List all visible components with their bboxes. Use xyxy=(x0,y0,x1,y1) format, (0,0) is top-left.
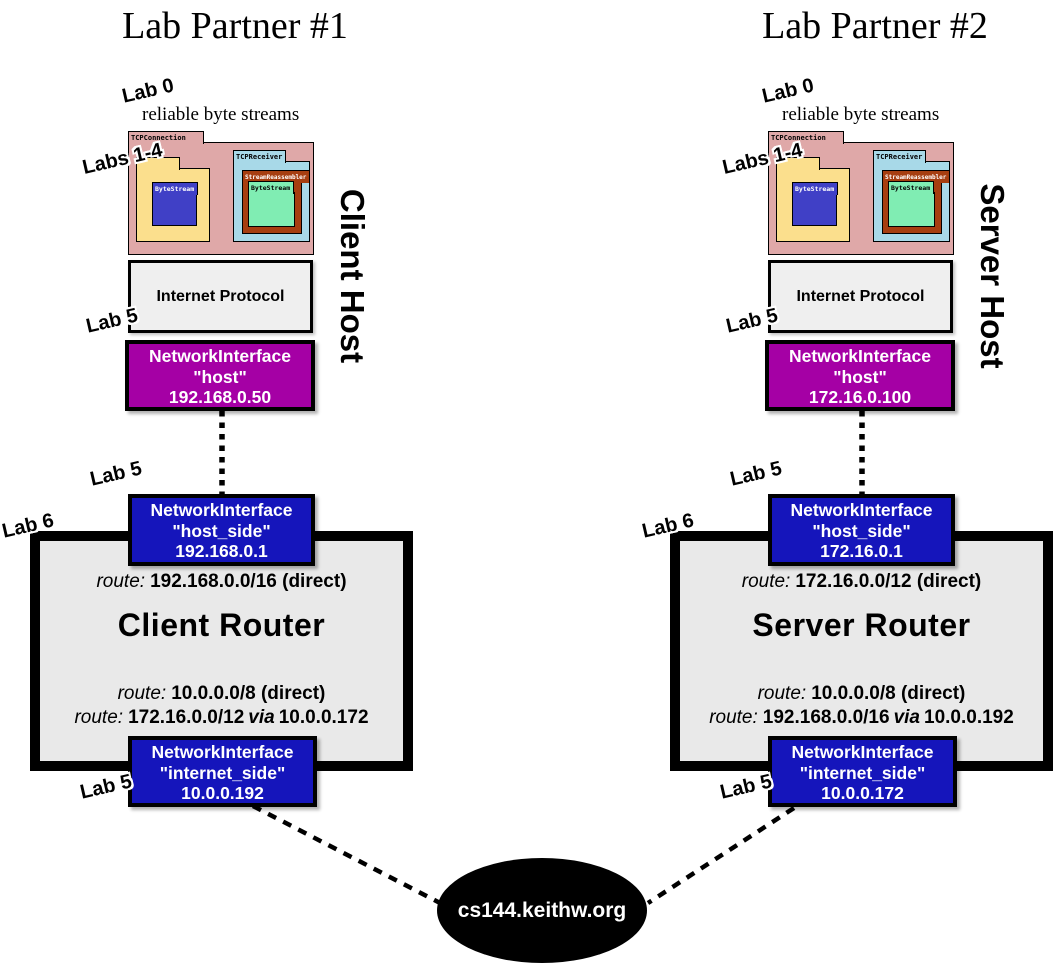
column-lab-partner-2: Lab Partner #2 Lab 0 reliable byte strea… xyxy=(640,0,1059,976)
host-title-vertical: Server Host xyxy=(974,183,1011,369)
iface-name: "host_side" xyxy=(812,520,911,541)
server-router-box: route:172.16.0.0/12 (direct) Server Rout… xyxy=(670,531,1053,771)
iface-class: NetworkInterface xyxy=(790,500,933,520)
route-value: 10.0.0.0/8 (direct) xyxy=(171,683,326,704)
route-via: via xyxy=(248,707,275,728)
iface-name: "host" xyxy=(833,366,887,387)
tcpconnection-tab: TCPConnection xyxy=(768,131,844,144)
network-interface-host-side: NetworkInterface "host_side" 172.16.0.1 xyxy=(768,494,955,566)
route-label: route: xyxy=(96,571,146,592)
route-bottom-1: route:10.0.0.0/8 (direct) xyxy=(40,683,403,705)
iface-ip: 172.16.0.100 xyxy=(808,387,912,407)
iface-name: "host_side" xyxy=(172,520,271,541)
receiver-bytestream-body xyxy=(248,192,295,227)
reassembler-folder: StreamReassembler ByteStream xyxy=(242,170,311,234)
sender-bytestream-folder: ByteStream xyxy=(152,182,199,226)
iface-class: NetworkInterface xyxy=(149,346,291,366)
byte-streams-caption: reliable byte streams xyxy=(782,104,940,125)
network-interface-host: NetworkInterface "host" 172.16.0.100 xyxy=(765,340,955,411)
iface-ip: 192.168.0.50 xyxy=(168,387,272,407)
internet-protocol-box: Internet Protocol xyxy=(128,260,313,333)
network-interface-host: NetworkInterface "host" 192.168.0.50 xyxy=(125,340,315,411)
internet-cloud: cs144.keithw.org xyxy=(437,858,647,963)
tcpsender-body xyxy=(136,168,210,242)
lab5-hostside-callout: Lab 5 xyxy=(88,457,144,491)
page-title: Lab Partner #1 xyxy=(122,5,348,47)
lab5-internetside-callout: Lab 5 xyxy=(718,770,774,804)
tcpreceiver-folder: TCPReceiver StreamReassembler ByteStream xyxy=(233,150,311,242)
reassembler-folder: StreamReassembler ByteStream xyxy=(882,170,951,234)
sender-bytestream-body xyxy=(792,193,837,226)
router-name: Client Router xyxy=(117,607,326,643)
route-value: 172.16.0.0/12 xyxy=(128,707,245,728)
tcpsender-folder: ByteStream xyxy=(136,157,210,242)
receiver-bytestream-folder: ByteStream xyxy=(888,181,935,227)
internet-cloud-label: cs144.keithw.org xyxy=(457,898,627,922)
iface-class: NetworkInterface xyxy=(150,500,293,520)
internet-protocol-box: Internet Protocol xyxy=(768,260,953,333)
route-label: route: xyxy=(741,571,791,592)
sender-bytestream-folder: ByteStream xyxy=(792,182,839,226)
route-value: 192.168.0.0/16 xyxy=(762,707,890,728)
route-label: route: xyxy=(117,683,167,704)
tcpreceiver-tab: TCPReceiver xyxy=(233,150,287,163)
iface-name: "internet_side" xyxy=(799,762,926,783)
route-value: 10.0.0.0/8 (direct) xyxy=(811,683,966,704)
iface-ip: 10.0.0.172 xyxy=(821,783,904,803)
sender-bytestream-tab: ByteStream xyxy=(792,182,839,195)
route-bottom-1: route:10.0.0.0/8 (direct) xyxy=(680,683,1043,705)
tcpconnection-folder: TCPConnection ByteStream TCPReceiver Str… xyxy=(768,131,954,255)
iface-ip: 172.16.0.1 xyxy=(820,541,903,561)
byte-streams-caption: reliable byte streams xyxy=(142,104,300,125)
iface-class: NetworkInterface xyxy=(791,742,934,762)
iface-class: NetworkInterface xyxy=(151,742,294,762)
tcpsender-tab xyxy=(136,157,180,170)
route-gateway: 10.0.0.192 xyxy=(924,707,1014,728)
receiver-bytestream-folder: ByteStream xyxy=(248,181,295,227)
client-router-box: route:192.168.0.0/16 (direct) Client Rou… xyxy=(30,531,413,771)
reassembler-tab: StreamReassembler xyxy=(882,170,951,183)
iface-name: "host" xyxy=(193,366,247,387)
receiver-bytestream-body xyxy=(888,192,935,227)
tcpsender-tab xyxy=(776,157,820,170)
network-interface-internet-side: NetworkInterface "internet_side" 10.0.0.… xyxy=(128,736,317,807)
router-name: Server Router xyxy=(752,607,971,643)
sender-bytestream-tab: ByteStream xyxy=(152,182,199,195)
route-gateway: 10.0.0.172 xyxy=(278,707,369,728)
tcpconnection-folder: TCPConnection ByteStream TCPReceiver Str… xyxy=(128,131,314,255)
iface-ip: 10.0.0.192 xyxy=(181,783,264,803)
page-title: Lab Partner #2 xyxy=(762,5,988,47)
iface-class: NetworkInterface xyxy=(789,346,931,366)
route-top: route:172.16.0.0/12 (direct) xyxy=(680,571,1043,593)
lab5-host-callout: Lab 5 xyxy=(724,304,780,338)
route-via: via xyxy=(893,707,920,728)
sender-bytestream-body xyxy=(152,193,197,226)
iface-ip: 192.168.0.1 xyxy=(175,541,268,561)
receiver-bytestream-tab: ByteStream xyxy=(248,181,295,194)
network-interface-host-side: NetworkInterface "host_side" 192.168.0.1 xyxy=(128,494,315,566)
column-lab-partner-1: Lab Partner #1 Lab 0 reliable byte strea… xyxy=(0,0,420,976)
tcpreceiver-tab: TCPReceiver xyxy=(873,150,927,163)
lab5-hostside-callout: Lab 5 xyxy=(728,457,784,491)
tcpsender-folder: ByteStream xyxy=(776,157,850,242)
route-label: route: xyxy=(709,707,758,728)
iface-name: "internet_side" xyxy=(159,762,286,783)
lab5-internetside-callout: Lab 5 xyxy=(78,770,134,804)
lab5-host-callout: Lab 5 xyxy=(84,304,140,338)
receiver-bytestream-tab: ByteStream xyxy=(888,181,935,194)
tcpconnection-tab: TCPConnection xyxy=(128,131,204,144)
tcpsender-body xyxy=(776,168,850,242)
route-value: 172.16.0.0/12 (direct) xyxy=(795,571,982,592)
route-label: route: xyxy=(74,707,124,728)
tcpreceiver-folder: TCPReceiver StreamReassembler ByteStream xyxy=(873,150,951,242)
host-title-vertical: Client Host xyxy=(334,188,371,364)
reassembler-tab: StreamReassembler xyxy=(242,170,311,183)
route-label: route: xyxy=(757,683,807,704)
route-value: 192.168.0.0/16 (direct) xyxy=(150,571,347,592)
network-interface-internet-side: NetworkInterface "internet_side" 10.0.0.… xyxy=(768,736,957,807)
route-top: route:192.168.0.0/16 (direct) xyxy=(40,571,403,593)
